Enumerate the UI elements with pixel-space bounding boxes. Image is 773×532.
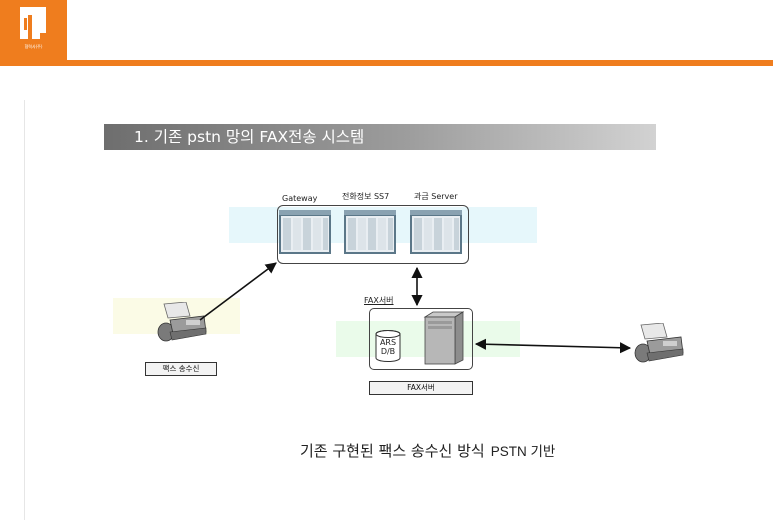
gateway-label: Gateway [282,194,318,203]
company-logo: 협력사(주) [0,0,67,62]
section-title: 1. 기존 pstn 망의 FAX전송 시스템 [104,124,656,150]
server-rack-icon [344,210,396,254]
server-tower-icon [423,311,464,365]
logo-mark-icon [20,7,46,39]
sender-to-gateway-arrow [199,262,277,321]
server-group-box [277,205,469,264]
faxserver-to-receiver-arrow [474,338,632,354]
server-rack-icon [410,210,462,254]
fax-machine-icon [157,302,207,342]
fax-machine-icon [634,323,684,363]
logo-caption: 협력사(주) [24,44,43,49]
fax-server-caption: FAX서버 [369,381,473,395]
left-rule [24,100,25,520]
server-rack-icon [279,210,331,254]
fax-server-box [369,308,473,370]
billing-label: 과금 Server [414,192,458,201]
ars-db-label: ARS D/B [379,338,397,356]
ss7-label: 전화정보 SS7 [342,192,390,201]
fax-sender-caption: 팩스 송수신 [145,362,217,376]
database-icon [375,330,401,362]
header-bar [0,0,773,62]
fax-server-label: FAX서버 [364,296,394,305]
header-rule [0,60,773,66]
